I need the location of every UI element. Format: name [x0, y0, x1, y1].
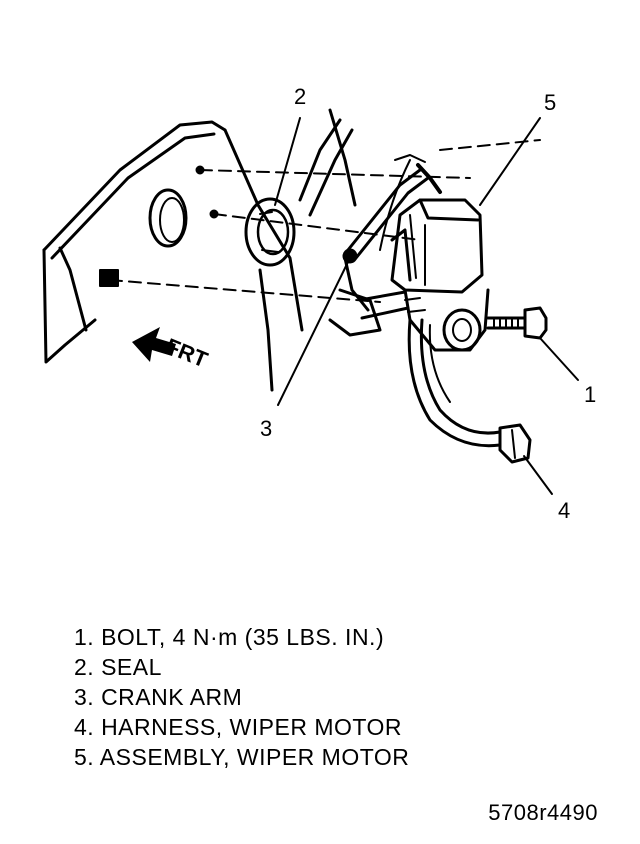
front-arrow: FRT	[132, 327, 212, 373]
harness	[379, 159, 532, 464]
callout-1: 1	[584, 382, 597, 407]
parts-legend: 1. BOLT, 4 N·m (35 LBS. IN.) 2. SEAL 3. …	[74, 622, 409, 772]
legend-item: 2. SEAL	[74, 654, 162, 680]
mount-point	[195, 165, 205, 175]
wiper-motor-diagram: FRT	[42, 108, 579, 495]
callout-5: 5	[544, 90, 557, 115]
legend-item: 1. BOLT, 4 N·m (35 LBS. IN.)	[74, 624, 385, 650]
callout-2: 2	[294, 84, 307, 109]
mount-point	[209, 209, 219, 219]
crank-arm	[342, 168, 430, 312]
figure-id: 5708r4490	[488, 800, 598, 825]
legend-item: 4. HARNESS, WIPER MOTOR	[74, 714, 403, 740]
leader-lines	[274, 117, 579, 495]
bolt	[486, 306, 548, 340]
wiper-motor-assembly	[358, 154, 490, 352]
cowl-panel	[42, 108, 382, 392]
callout-3: 3	[260, 416, 273, 441]
legend-item: 3. CRANK ARM	[74, 684, 243, 710]
callout-4: 4	[558, 498, 571, 523]
legend-item: 5. ASSEMBLY, WIPER MOTOR	[74, 744, 410, 770]
mount-nut	[99, 269, 119, 287]
seal	[244, 197, 296, 267]
front-label: FRT	[162, 333, 212, 372]
